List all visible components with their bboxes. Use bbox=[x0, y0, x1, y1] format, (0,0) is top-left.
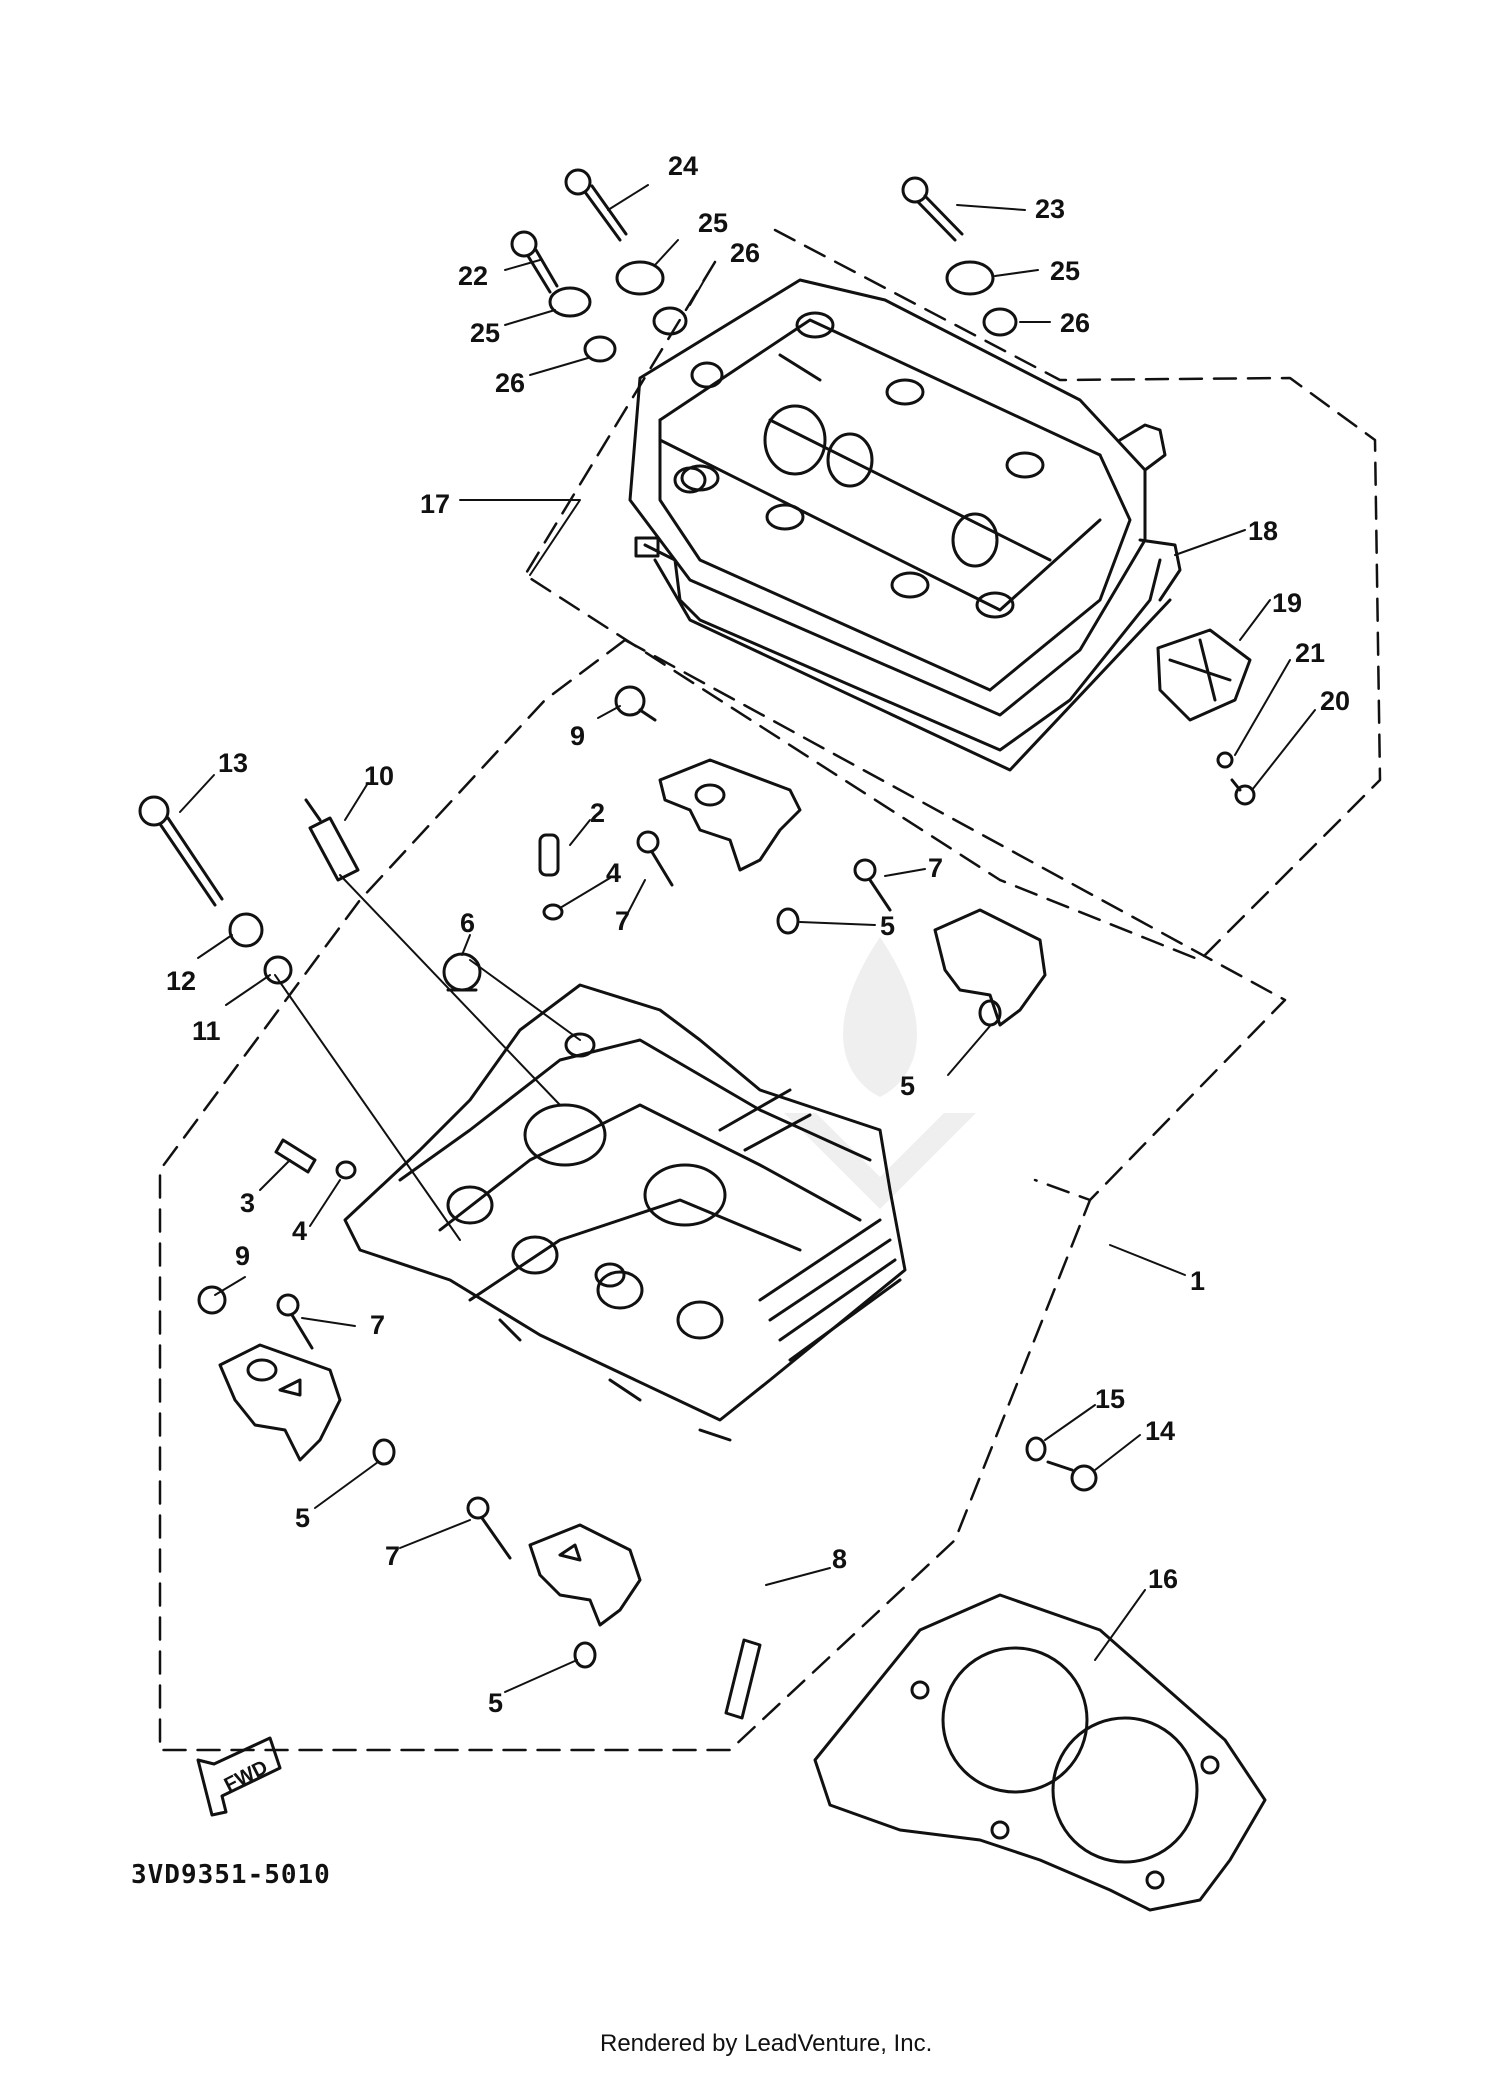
callout-c3: 3 bbox=[240, 1188, 255, 1218]
callout-c7c: 7 bbox=[370, 1310, 385, 1340]
cover-group-outline bbox=[523, 228, 1382, 962]
head-group-outline bbox=[158, 638, 1287, 1752]
grommet-part-26a bbox=[652, 306, 688, 336]
callout-c26b: 26 bbox=[495, 368, 525, 398]
callout-c11: 11 bbox=[192, 1016, 221, 1046]
grommet-part-26b bbox=[583, 335, 617, 363]
fwd-label: FWD bbox=[221, 1756, 272, 1796]
callout-c4a: 4 bbox=[606, 858, 621, 888]
callout-c5d: 5 bbox=[488, 1688, 503, 1718]
washer-part-25a bbox=[615, 260, 665, 296]
callout-c20: 20 bbox=[1320, 686, 1350, 716]
camshaft-cap-lower bbox=[528, 1523, 642, 1627]
plug-part-9b bbox=[197, 1285, 227, 1315]
breather-part-19 bbox=[1156, 628, 1252, 722]
dowel-part-3 bbox=[274, 1138, 317, 1174]
callout-c18: 18 bbox=[1248, 516, 1278, 546]
clip-part-4b bbox=[335, 1160, 357, 1180]
callout-c22: 22 bbox=[458, 261, 488, 291]
callout-c9b: 9 bbox=[235, 1241, 250, 1271]
plug-part-9a bbox=[614, 685, 657, 722]
callout-c8: 8 bbox=[832, 1544, 847, 1574]
washer-part-25b bbox=[548, 286, 592, 318]
bolt-part-7c bbox=[276, 1293, 314, 1350]
callout-c25a: 25 bbox=[698, 208, 728, 238]
callout-c24: 24 bbox=[668, 151, 698, 181]
callout-c6: 6 bbox=[460, 908, 475, 938]
washer-part-21 bbox=[1216, 751, 1234, 769]
callout-c10: 10 bbox=[364, 761, 394, 791]
callout-c16: 16 bbox=[1148, 1564, 1178, 1594]
bolt-part-14 bbox=[1046, 1460, 1098, 1492]
clip-part-4a bbox=[542, 903, 564, 921]
callout-c14: 14 bbox=[1145, 1416, 1175, 1446]
callout-c4b: 4 bbox=[292, 1216, 307, 1246]
callout-c25b: 25 bbox=[470, 318, 500, 348]
dowel-part-2 bbox=[538, 833, 560, 877]
spark-plug-part-10 bbox=[304, 798, 360, 882]
watermark-flame-icon bbox=[784, 937, 976, 1209]
callout-c21: 21 bbox=[1295, 638, 1325, 668]
callout-c26a: 26 bbox=[730, 238, 760, 268]
callout-c5c: 5 bbox=[295, 1503, 310, 1533]
bolt-part-13 bbox=[138, 795, 224, 907]
callout-c5a: 5 bbox=[880, 911, 895, 941]
camshaft-cap-upper bbox=[658, 758, 802, 872]
fwd-arrow-icon bbox=[196, 1736, 282, 1817]
leader-lines bbox=[179, 184, 1316, 1693]
washer-part-25c bbox=[945, 260, 995, 296]
callout-c2: 2 bbox=[590, 798, 605, 828]
callout-c23: 23 bbox=[1035, 194, 1065, 224]
callout-c13: 13 bbox=[218, 748, 248, 778]
callout-c26c: 26 bbox=[1060, 308, 1090, 338]
gasket-part-18 bbox=[1138, 538, 1182, 602]
callout-c25c: 25 bbox=[1050, 256, 1080, 286]
callout-c7d: 7 bbox=[385, 1541, 400, 1571]
pin-part-5d bbox=[573, 1641, 597, 1669]
bolt-part-20 bbox=[1230, 778, 1256, 806]
head-gasket-part-16 bbox=[813, 1593, 1267, 1912]
bolt-part-7b bbox=[853, 858, 892, 912]
camshaft-cap-left bbox=[218, 1343, 342, 1462]
cap-part-6 bbox=[442, 952, 482, 992]
washer-part-15 bbox=[1025, 1436, 1047, 1462]
callout-c7b: 7 bbox=[615, 906, 630, 936]
cylinder-head-cover bbox=[628, 278, 1172, 772]
pin-part-5a bbox=[776, 907, 800, 935]
part-code: 3VD9351-5010 bbox=[131, 1860, 331, 1890]
callout-c19: 19 bbox=[1272, 588, 1302, 618]
nut-part-12 bbox=[228, 912, 264, 948]
callout-c17: 17 bbox=[420, 489, 450, 519]
camshaft-cap-right bbox=[933, 908, 1047, 1027]
bolt-part-7a bbox=[636, 830, 674, 887]
callout-c9a: 9 bbox=[570, 721, 585, 751]
bolt-part-7d bbox=[466, 1496, 512, 1560]
pin-part-5c bbox=[372, 1438, 396, 1466]
stud-part-8 bbox=[724, 1638, 762, 1720]
callout-c15: 15 bbox=[1095, 1384, 1125, 1414]
callout-c5b: 5 bbox=[900, 1071, 915, 1101]
bolt-part-23 bbox=[901, 176, 964, 242]
render-credit: Rendered by LeadVenture, Inc. bbox=[600, 2030, 933, 2057]
callout-c12: 12 bbox=[166, 966, 196, 996]
washer-part-11 bbox=[263, 955, 293, 985]
cylinder-head bbox=[343, 983, 907, 1442]
callout-c1: 1 bbox=[1190, 1266, 1205, 1296]
callout-c7a: 7 bbox=[928, 853, 943, 883]
grommet-part-26c bbox=[982, 307, 1018, 337]
